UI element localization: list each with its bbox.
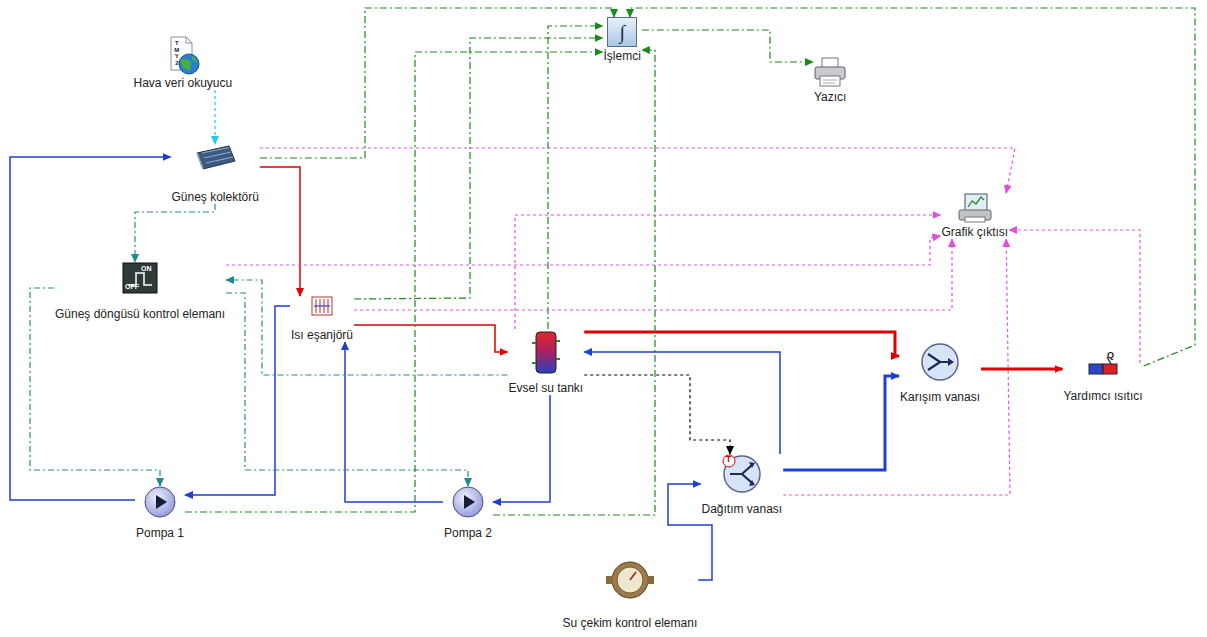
pipe-connector (185, 306, 290, 495)
component-node: Pompa 1 (135, 486, 185, 540)
signal-connector (226, 280, 507, 375)
pipe-connector (981, 368, 1062, 371)
component-node: Güneş kolektörü (171, 144, 260, 204)
signal-connector (584, 375, 730, 454)
pipe-connector (493, 395, 550, 502)
signal-connector (260, 8, 614, 158)
component-label: Güneş kolektörü (171, 190, 260, 204)
signal-connector (226, 293, 468, 486)
signal-connector (493, 50, 655, 515)
component-label: Pompa 1 (135, 526, 185, 540)
component-node: Evsel su tankı (508, 329, 585, 395)
signal-connector (642, 30, 813, 62)
icon-symbol: ∫ (607, 17, 637, 47)
ctrl-icon: ON OFF (122, 262, 158, 294)
pipe-connector (345, 342, 443, 502)
printer-icon (813, 57, 847, 87)
component-label: Su çekim kontrol elemanı (562, 616, 699, 630)
mix-icon (920, 342, 960, 382)
pipe-connector (584, 352, 780, 454)
chart-symbol (957, 193, 993, 223)
component-node: ∫ İşlemci (603, 17, 642, 63)
pipe-connector (260, 167, 300, 296)
pump-symbol (144, 486, 176, 518)
component-label: Grafik çıktısı (941, 225, 1010, 239)
chart-icon (957, 193, 993, 223)
component-node: T Dağıtım vanası (701, 454, 784, 516)
pump-icon (144, 486, 176, 518)
signal-connector (354, 239, 952, 310)
meter-symbol (606, 560, 654, 600)
component-label: Yazıcı (813, 90, 847, 104)
component-node: ON OFF Güneş döngüsü kontrol elemanı (54, 262, 226, 321)
component-label: Pompa 2 (443, 526, 493, 540)
component-node: Su çekim kontrol elemanı (562, 560, 699, 630)
div-icon: T (722, 454, 762, 494)
signal-connector (515, 215, 941, 329)
mix-symbol (920, 342, 960, 382)
signal-connector (214, 90, 215, 144)
pump-icon (452, 486, 484, 518)
component-label: Evsel su tankı (508, 381, 585, 395)
pipe-connector (668, 484, 712, 580)
signal-connector (1009, 230, 1140, 363)
component-label: Dağıtım vanası (701, 502, 784, 516)
component-node: Grafik çıktısı (941, 193, 1010, 239)
printer-symbol (813, 57, 847, 87)
icon-text: Q (1107, 351, 1114, 361)
icon-text: OFF (125, 283, 139, 291)
coll-symbol (193, 144, 237, 170)
weather-symbol (165, 36, 201, 74)
component-label: Yardımcı ısıtıcı (1063, 389, 1144, 403)
icon-text: T (726, 455, 732, 465)
component-label: Isı eşanjörü (290, 328, 354, 342)
component-node: Yazıcı (813, 57, 847, 104)
component-label: Karışım vanası (899, 390, 981, 404)
weather-icon: TMY2 (165, 36, 201, 74)
signal-connector (548, 26, 603, 329)
signal-connector (354, 38, 602, 299)
heater-symbol (1088, 363, 1118, 375)
component-node: TMY2Hava veri okuyucu (133, 36, 234, 90)
coll-icon (193, 144, 237, 170)
signal-connector (185, 52, 602, 512)
component-node: Pompa 2 (443, 486, 493, 540)
hx-symbol (311, 296, 333, 316)
tank-symbol (528, 329, 564, 375)
signal-connector (260, 148, 1015, 193)
heater-icon: Q (1088, 363, 1118, 375)
meter-icon (606, 560, 654, 600)
component-node: Q Yardımcı ısıtıcı (1063, 363, 1144, 403)
component-node: Isı eşanjörü (290, 296, 354, 342)
pipe-connector (10, 157, 171, 500)
tank-icon (528, 329, 564, 375)
component-label: Güneş döngüsü kontrol elemanı (54, 307, 226, 321)
pipe-connector (783, 376, 899, 470)
signal-connector (783, 239, 1010, 495)
signal-connector (226, 236, 940, 265)
proc-icon: ∫ (607, 17, 637, 47)
pipe-connector (354, 325, 507, 352)
component-node: Karışım vanası (899, 342, 981, 404)
pump-symbol (452, 486, 484, 518)
icon-text: ON (141, 265, 152, 273)
component-label: İşlemci (603, 49, 642, 63)
hx-icon (311, 296, 333, 316)
signal-connector (135, 204, 215, 262)
signal-connector (630, 8, 1195, 366)
icon-text: TMY2 (174, 40, 180, 66)
component-label: Hava veri okuyucu (133, 76, 234, 90)
